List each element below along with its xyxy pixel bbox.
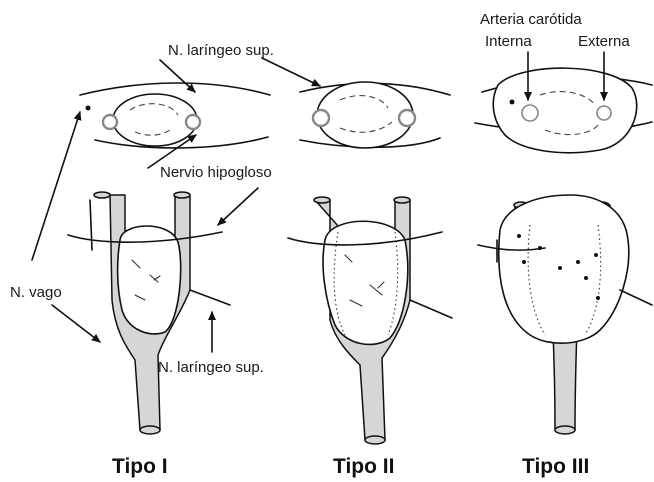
internal-carotid-ring-1 bbox=[103, 115, 117, 129]
label-n-laringeo-sup-top: N. laríngeo sup. bbox=[168, 43, 274, 58]
internal-carotid-ring-3 bbox=[522, 105, 538, 121]
label-arteria-carotida: Arteria carótida bbox=[480, 12, 582, 27]
type-2-cross-section bbox=[300, 82, 450, 148]
vagus-dot-3 bbox=[510, 100, 515, 105]
type-2-label: Tipo II bbox=[333, 456, 394, 477]
label-nervio-hipogloso: Nervio hipogloso bbox=[160, 165, 272, 180]
label-interna: Interna bbox=[485, 34, 532, 49]
label-n-laringeo-sup-bottom: N. laríngeo sup. bbox=[158, 360, 264, 375]
external-carotid-ring-3 bbox=[597, 106, 611, 120]
label-n-vago: N. vago bbox=[10, 285, 62, 300]
vagus-dot-1 bbox=[86, 106, 91, 111]
type-1-longitudinal bbox=[68, 192, 230, 434]
type-1-cross-section bbox=[80, 83, 270, 148]
external-carotid-ring-1 bbox=[186, 115, 200, 129]
internal-carotid-ring-2 bbox=[313, 110, 329, 126]
external-carotid-ring-2 bbox=[399, 110, 415, 126]
label-externa: Externa bbox=[578, 34, 630, 49]
type-1-label: Tipo I bbox=[112, 456, 168, 477]
type-2-longitudinal bbox=[288, 197, 452, 444]
type-3-longitudinal bbox=[478, 195, 652, 434]
type-3-label: Tipo III bbox=[522, 456, 589, 477]
type-3-cross-section bbox=[475, 68, 652, 153]
